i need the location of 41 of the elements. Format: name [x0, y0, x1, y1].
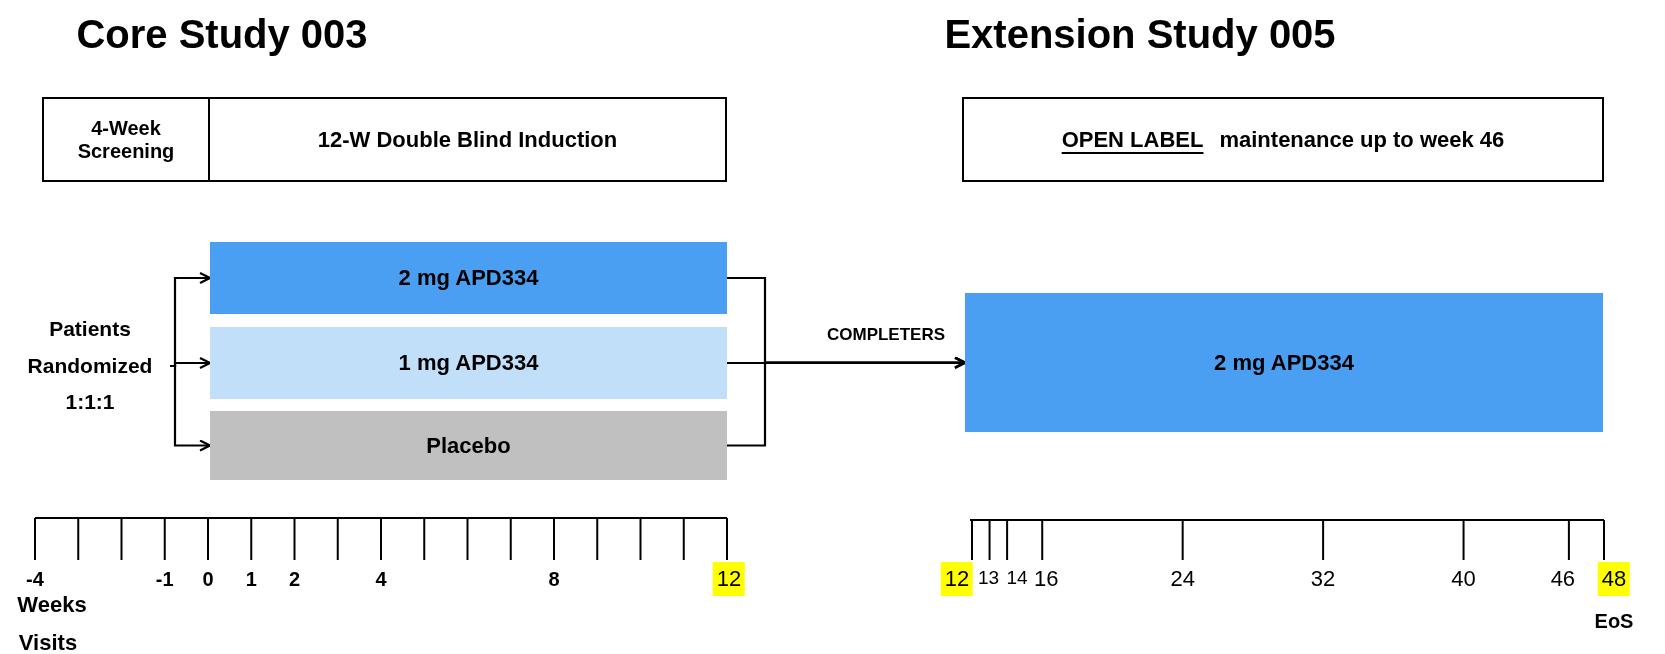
arrow	[170, 364, 212, 452]
week-number: 46	[1550, 566, 1576, 592]
box-label: maintenance up to week 46	[1219, 126, 1505, 153]
phase-box	[208, 97, 727, 182]
study-heading: Extension Study 005	[944, 12, 1336, 57]
box-label: 12-W Double Blind Induction	[317, 126, 618, 153]
box-label: OPEN LABEL	[1061, 126, 1204, 153]
treatment-arm-bar	[210, 242, 727, 314]
week-number: 24	[1170, 566, 1195, 592]
week-number: 1	[245, 568, 257, 591]
box-label: 2 mg APD334	[1214, 349, 1354, 376]
week-number: -1	[155, 568, 174, 591]
week-number: 32	[1310, 566, 1336, 592]
week-number: 48	[1597, 562, 1631, 596]
week-number: -4	[26, 568, 44, 591]
arrow	[727, 356, 967, 370]
treatment-arm-bar	[210, 411, 727, 480]
week-number: 13	[978, 567, 1000, 589]
week-number: 16	[1034, 566, 1059, 592]
study-heading: Core Study 003	[76, 12, 368, 57]
week-number: 0	[202, 568, 214, 591]
treatment-arm-bar	[965, 293, 1603, 432]
randomization-label: Patients Randomized 1:1:1	[10, 305, 170, 427]
axis-title: Visits	[18, 630, 78, 654]
week-number: 8	[548, 568, 560, 591]
box-label: Placebo	[426, 432, 511, 459]
phase-box	[42, 97, 210, 182]
end-of-study-label: EoS	[1594, 610, 1634, 633]
treatment-arm-bar	[210, 327, 727, 399]
box-label: 1 mg APD334	[398, 350, 539, 376]
box-label: 2 mg APD334	[398, 265, 539, 291]
week-number: 14	[1006, 567, 1028, 589]
axis-title: Weeks	[17, 592, 87, 618]
phase-box	[962, 97, 1604, 182]
box-label: 4-Week Screening	[76, 116, 176, 163]
week-number: 12	[712, 562, 746, 596]
week-number: 4	[375, 568, 387, 591]
week-number: 2	[288, 568, 301, 591]
week-number: 40	[1451, 566, 1476, 592]
week-number: 12	[940, 562, 974, 596]
arrow	[727, 356, 967, 447]
